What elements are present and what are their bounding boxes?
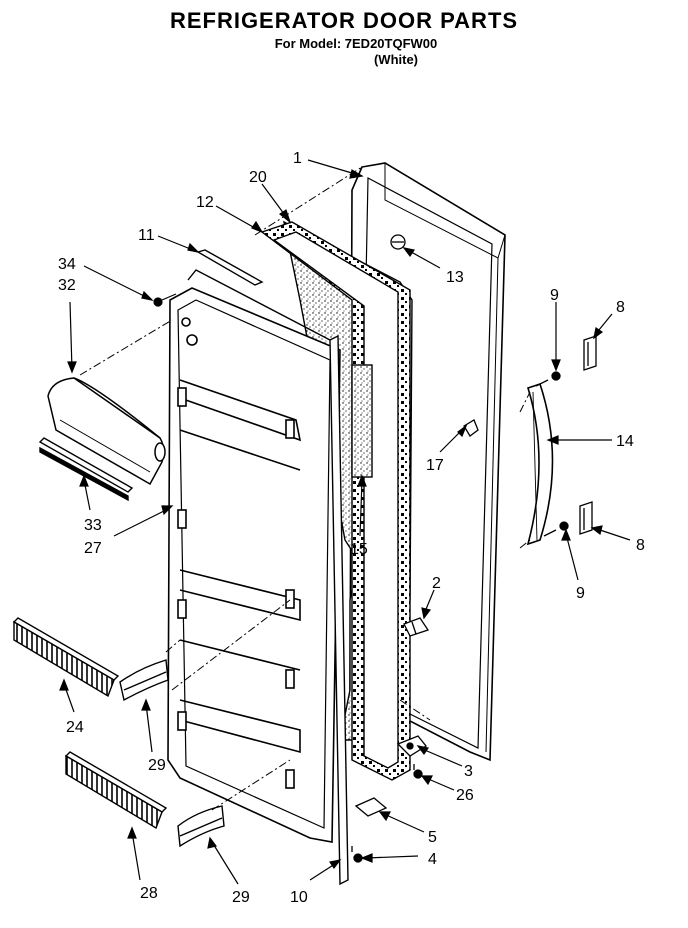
part-label-8-top: 8 <box>616 299 625 316</box>
shelf-grille-28 <box>64 751 168 830</box>
bottom-bracket-5 <box>354 797 388 817</box>
part-label-34: 34 <box>58 256 76 273</box>
part-label-24: 24 <box>66 719 84 736</box>
part-label-32: 32 <box>58 277 76 294</box>
screw-34 <box>153 293 177 307</box>
part-label-27: 27 <box>84 540 102 557</box>
part-label-3: 3 <box>464 763 473 780</box>
part-label-17: 17 <box>426 457 444 474</box>
part-label-28: 28 <box>140 885 158 902</box>
part-label-5: 5 <box>428 829 437 846</box>
hinge-3 <box>396 735 427 757</box>
door-handle <box>526 382 554 546</box>
clip-17 <box>463 419 479 437</box>
model-line: For Model: 7ED20TQFW00 <box>274 36 438 51</box>
inner-door-liner <box>167 287 341 843</box>
part-label-29-bottom: 29 <box>232 889 250 906</box>
part-labels: 1 20 12 11 34 32 13 9 8 14 17 33 27 15 8… <box>58 150 645 906</box>
leader-lines <box>59 159 631 885</box>
part-label-10: 10 <box>290 889 308 906</box>
part-label-13: 13 <box>446 269 464 286</box>
handle-screws <box>535 371 569 537</box>
part-label-29-top: 29 <box>148 757 166 774</box>
part-label-2: 2 <box>432 575 441 592</box>
color-line: (White) <box>373 52 419 67</box>
foam-strip <box>351 364 373 478</box>
part-label-4: 4 <box>428 851 437 868</box>
part-label-1: 1 <box>293 150 302 167</box>
part-label-26: 26 <box>456 787 474 804</box>
part-label-11: 11 <box>138 227 155 244</box>
part-label-15: 15 <box>350 541 368 558</box>
part-label-20: 20 <box>249 169 267 186</box>
hinge-bracket-2 <box>403 617 430 637</box>
part-label-9-bottom: 9 <box>576 585 585 602</box>
assembly-lines <box>79 166 531 811</box>
dairy-trim <box>38 437 134 502</box>
handle-caps <box>579 335 597 535</box>
part-label-9-top: 9 <box>550 287 559 304</box>
screw-4 <box>351 846 363 863</box>
top-trim <box>187 249 331 341</box>
part-label-14: 14 <box>616 433 634 450</box>
part-label-12: 12 <box>196 194 214 211</box>
part-label-33: 33 <box>84 517 102 534</box>
screw-26 <box>413 764 423 779</box>
diagram-title: REFRIGERATOR DOOR PARTS <box>169 8 519 33</box>
plug-13 <box>390 234 406 250</box>
part-label-8-bottom: 8 <box>636 537 645 554</box>
shelf-grille-24 <box>12 617 120 698</box>
side-trim-strip <box>329 334 349 886</box>
dairy-door <box>47 377 166 486</box>
bin-cradles <box>119 659 225 848</box>
